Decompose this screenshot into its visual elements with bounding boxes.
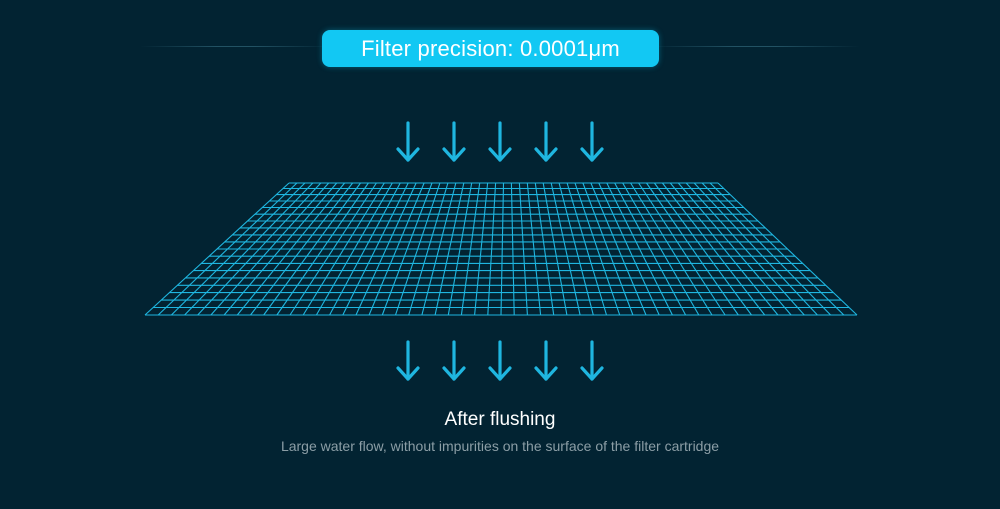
filter-precision-badge: Filter precision: 0.0001μm bbox=[322, 30, 659, 67]
arrow-down-icon bbox=[396, 340, 420, 381]
caption-subtitle: Large water flow, without impurities on … bbox=[280, 438, 720, 454]
arrow-down-icon bbox=[396, 121, 420, 162]
header-divider-left bbox=[140, 46, 330, 47]
outflow-arrows bbox=[396, 340, 604, 381]
caption-title: After flushing bbox=[444, 409, 556, 430]
arrow-down-icon bbox=[488, 340, 512, 381]
header-divider-right bbox=[650, 46, 860, 47]
arrow-down-icon bbox=[442, 340, 466, 381]
arrow-down-icon bbox=[534, 340, 558, 381]
arrow-down-icon bbox=[534, 121, 558, 162]
arrow-down-icon bbox=[580, 340, 604, 381]
inflow-arrows bbox=[396, 121, 604, 162]
arrow-down-icon bbox=[580, 121, 604, 162]
arrow-down-icon bbox=[442, 121, 466, 162]
arrow-down-icon bbox=[488, 121, 512, 162]
